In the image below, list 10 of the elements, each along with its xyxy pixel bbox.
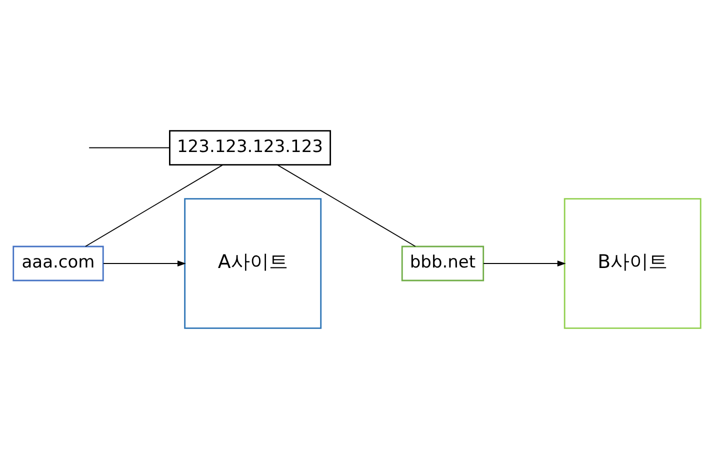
node-box: bbb.net <box>401 246 484 282</box>
arrow <box>483 260 566 266</box>
arrow <box>103 260 186 266</box>
node-box: B사이트 <box>564 198 702 329</box>
node-box: A사이트 <box>184 198 322 329</box>
node-box: aaa.com <box>12 246 104 282</box>
connector <box>276 164 416 247</box>
connector <box>88 147 170 148</box>
node-box: 123.123.123.123 <box>169 130 332 166</box>
connector <box>85 164 224 247</box>
